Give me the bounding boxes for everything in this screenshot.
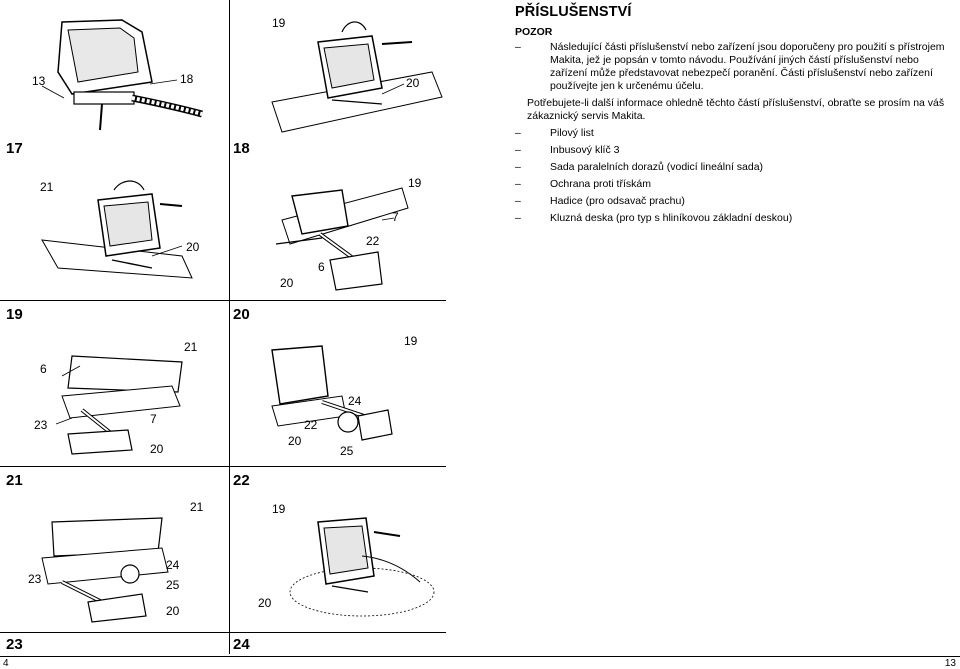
accessory-item: – Inbusový klíč 3 [515, 144, 955, 157]
jigsaw-circle-cutting-fence-drawing [271, 345, 393, 441]
accessory-label: Pilový list [550, 127, 594, 139]
accessories-section: PŘÍSLUŠENSTVÍ POZOR – Následující části … [515, 4, 955, 229]
callout-6: 6 [40, 362, 47, 376]
accessory-label: Inbusový klíč 3 [550, 144, 620, 156]
figure-number: 17 [6, 140, 23, 157]
figure-number: 23 [6, 636, 23, 653]
figure-23-illustration: 21 23 24 25 20 [2, 492, 226, 632]
callout-18: 18 [180, 72, 194, 86]
accessory-item: – Ochrana proti třískám [515, 178, 955, 191]
jigsaw-underside-circle-guide-drawing [41, 517, 169, 623]
page-number-left: 4 [3, 658, 9, 669]
dash-bullet: – [515, 195, 521, 207]
figure-20-illustration: 19 7 22 6 20 [232, 160, 444, 300]
callout-21: 21 [190, 500, 204, 514]
callout-25: 25 [340, 444, 354, 458]
caution-heading: POZOR [515, 26, 553, 38]
accessory-item: – Sada paralelních dorazů (vodicí lineál… [515, 161, 955, 174]
callout-21: 21 [40, 180, 54, 194]
grid-divider [0, 300, 446, 301]
callout-24: 24 [348, 394, 362, 408]
jigsaw-underside-with-fence-drawing [55, 355, 183, 455]
figure-number: 22 [233, 472, 250, 489]
figure-number: 24 [233, 636, 250, 653]
section-title: PŘÍSLUŠENSTVÍ [515, 4, 632, 20]
grid-divider [229, 0, 230, 654]
dash-bullet: – [515, 212, 521, 224]
callout-22: 22 [304, 418, 318, 432]
jigsaw-cutting-board-drawing [41, 180, 193, 279]
callout-22: 22 [366, 234, 380, 248]
callout-20: 20 [280, 276, 294, 290]
page-footer-rule [0, 656, 960, 657]
figure-17-illustration: 13 18 [2, 2, 226, 138]
accessory-item: – Hadice (pro odsavač prachu) [515, 195, 955, 208]
callout-25: 25 [166, 578, 180, 592]
grid-divider [0, 466, 446, 467]
dash-bullet: – [515, 41, 521, 53]
callout-20: 20 [186, 240, 200, 254]
figure-number: 18 [233, 140, 250, 157]
jigsaw-on-board-drawing [271, 21, 443, 133]
callout-24: 24 [166, 558, 180, 572]
caution-text: Následující části příslušenství nebo zař… [550, 41, 945, 92]
callout-21: 21 [184, 340, 198, 354]
callout-23: 23 [28, 572, 42, 586]
accessory-item: – Pilový list [515, 127, 955, 140]
grid-divider [0, 632, 446, 633]
callout-19: 19 [404, 334, 418, 348]
callout-7: 7 [150, 412, 157, 426]
jigsaw-with-rip-fence-drawing [275, 187, 409, 291]
callout-6: 6 [318, 260, 325, 274]
callout-20: 20 [150, 442, 164, 456]
page-number-right: 13 [944, 658, 956, 669]
figure-number: 19 [6, 306, 23, 323]
accessory-item: – Kluzná deska (pro typ s hliníkovou zák… [515, 212, 955, 225]
figure-number: 21 [6, 472, 23, 489]
accessory-label: Kluzná deska (pro typ s hliníkovou zákla… [550, 212, 793, 224]
accessory-label: Hadice (pro odsavač prachu) [550, 195, 685, 207]
dash-bullet: – [515, 161, 521, 173]
accessory-label: Ochrana proti třískám [550, 178, 651, 190]
callout-19: 19 [408, 176, 422, 190]
figure-18-illustration: 19 20 [232, 2, 444, 138]
callout-20: 20 [166, 604, 180, 618]
figure-19-illustration: 21 20 [2, 160, 226, 300]
dash-bullet: – [515, 144, 521, 156]
info-paragraph: Potřebujete-li další informace ohledně t… [527, 97, 945, 122]
accessory-label: Sada paralelních dorazů (vodicí lineální… [550, 161, 764, 173]
callout-19: 19 [272, 16, 286, 30]
caution-item: – Následující části příslušenství nebo z… [515, 41, 955, 93]
callout-7: 7 [392, 210, 399, 224]
figure-22-illustration: 19 24 22 20 25 [232, 326, 444, 466]
callout-13: 13 [32, 74, 46, 88]
jigsaw-with-dust-hose-drawing [41, 19, 203, 131]
figure-number: 20 [233, 306, 250, 323]
figure-21-illustration: 21 6 23 7 20 [2, 326, 226, 466]
jigsaw-cutting-circle-drawing [289, 517, 435, 617]
callout-20: 20 [258, 596, 272, 610]
dash-bullet: – [515, 178, 521, 190]
callout-20: 20 [288, 434, 302, 448]
dash-bullet: – [515, 127, 521, 139]
callout-20: 20 [406, 76, 420, 90]
callout-23: 23 [34, 418, 48, 432]
callout-19: 19 [272, 502, 286, 516]
figure-24-illustration: 19 20 [232, 492, 444, 632]
